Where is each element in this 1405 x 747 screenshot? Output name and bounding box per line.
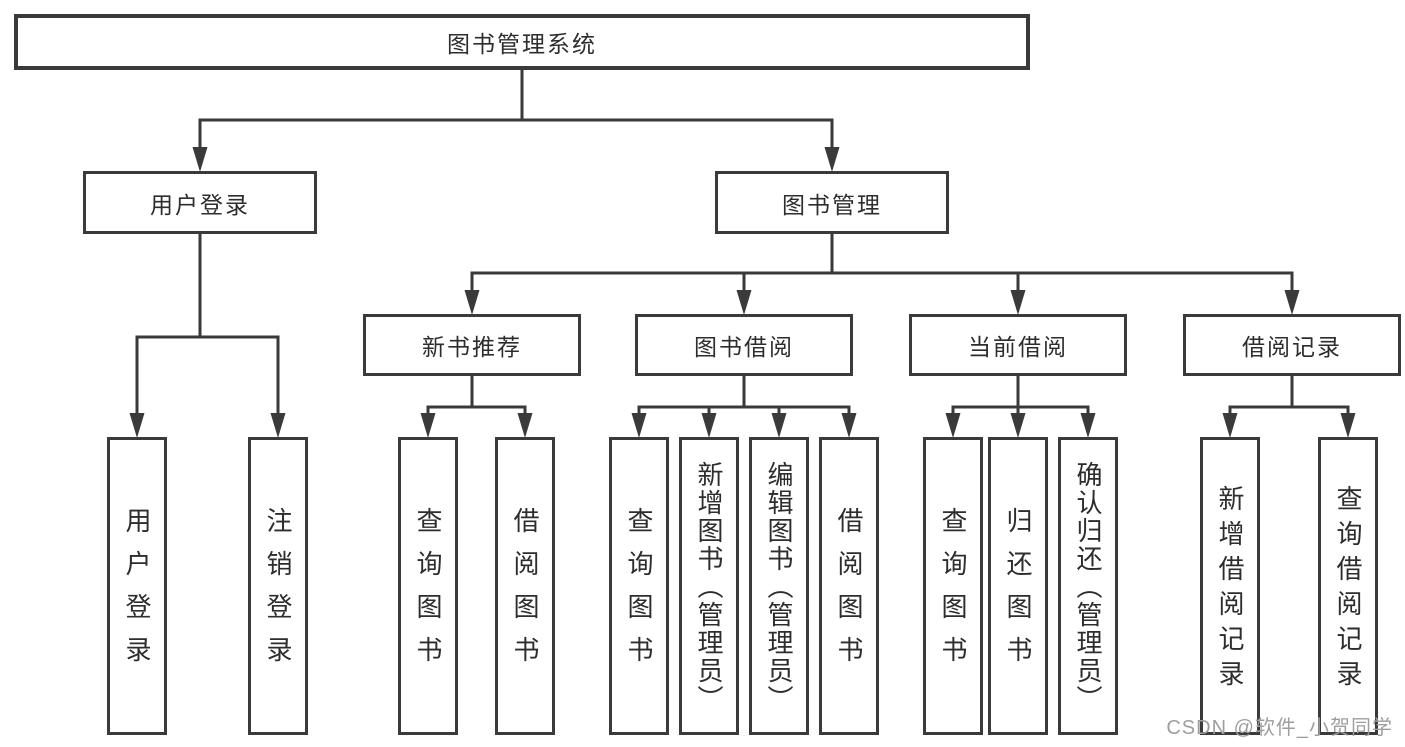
- arrow-down-icon: [1222, 413, 1238, 438]
- leaf-label: 新增图书（管理员）: [694, 461, 724, 713]
- leaf-label: 查询借阅记录: [1333, 485, 1363, 695]
- node-user-login: 用户登录: [83, 171, 317, 234]
- leaf-label: 确认归还（管理员）: [1073, 461, 1103, 713]
- leaf-confirm-return-admin: 确认归还（管理员）: [1058, 437, 1118, 735]
- watermark: CSDN @软件_小贺同学: [1166, 717, 1393, 739]
- arrow-down-icon: [420, 413, 436, 438]
- leaf-label: 归还图书: [1003, 507, 1033, 679]
- leaf-edit-book-admin: 编辑图书（管理员）: [749, 437, 809, 735]
- arrow-down-icon: [1080, 413, 1096, 438]
- arrow-down-icon: [945, 413, 961, 438]
- arrow-down-icon: [824, 147, 840, 172]
- leaf-label: 编辑图书（管理员）: [764, 461, 794, 713]
- leaf-query-books-borrow: 查询图书: [609, 437, 669, 735]
- leaf-add-borrow-record: 新增借阅记录: [1200, 437, 1260, 735]
- arrow-down-icon: [771, 413, 787, 438]
- leaf-label: 借阅图书: [510, 507, 540, 679]
- node-book-borrow: 图书借阅: [635, 314, 853, 376]
- arrow-down-icon: [464, 290, 480, 315]
- leaf-label: 查询图书: [938, 507, 968, 679]
- arrow-down-icon: [1010, 413, 1026, 438]
- leaf-user-login: 用户登录: [107, 437, 167, 735]
- arrow-down-icon: [631, 413, 647, 438]
- arrow-down-icon: [736, 290, 752, 315]
- node-current-borrow: 当前借阅: [909, 314, 1127, 376]
- leaf-add-book-admin: 新增图书（管理员）: [679, 437, 739, 735]
- node-root: 图书管理系统: [14, 14, 1030, 70]
- arrow-down-icon: [1340, 413, 1356, 438]
- leaf-return-book: 归还图书: [988, 437, 1048, 735]
- leaf-query-books-recommend: 查询图书: [398, 437, 458, 735]
- arrow-down-icon: [270, 413, 286, 438]
- arrow-down-icon: [1284, 290, 1300, 315]
- leaf-borrow-books-recommend: 借阅图书: [495, 437, 555, 735]
- leaf-query-books-current: 查询图书: [923, 437, 983, 735]
- leaf-label: 查询图书: [413, 507, 443, 679]
- leaf-label: 借阅图书: [834, 507, 864, 679]
- leaf-query-borrow-record: 查询借阅记录: [1318, 437, 1378, 735]
- leaf-label: 查询图书: [624, 507, 654, 679]
- leaf-logout: 注销登录: [248, 437, 308, 735]
- node-new-book-recommend: 新书推荐: [363, 314, 581, 376]
- arrow-down-icon: [192, 147, 208, 172]
- node-book-management: 图书管理: [715, 171, 949, 234]
- leaf-label: 新增借阅记录: [1215, 485, 1245, 695]
- node-borrow-record: 借阅记录: [1183, 314, 1401, 376]
- leaf-label: 用户登录: [122, 507, 152, 679]
- arrow-down-icon: [1010, 290, 1026, 315]
- arrow-down-icon: [701, 413, 717, 438]
- leaf-borrow-books-borrow: 借阅图书: [819, 437, 879, 735]
- leaf-label: 注销登录: [263, 507, 293, 679]
- arrow-down-icon: [129, 413, 145, 438]
- arrow-down-icon: [841, 413, 857, 438]
- arrow-down-icon: [517, 413, 533, 438]
